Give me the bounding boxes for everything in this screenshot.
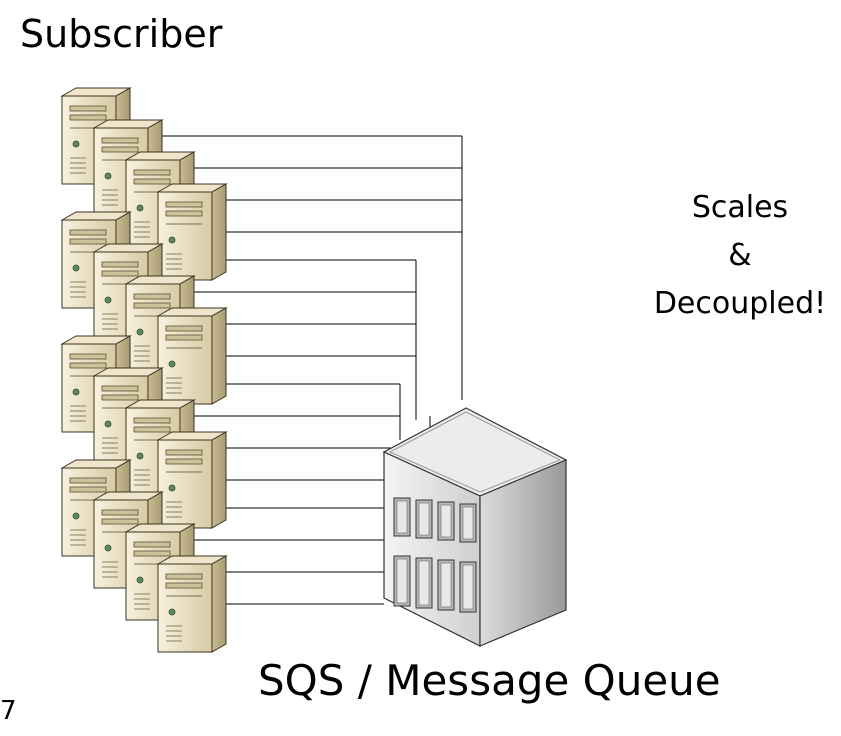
server-4-4: [156, 555, 228, 653]
scales-note-line-1: Scales: [691, 190, 789, 225]
subscriber-title: Subscriber: [20, 12, 223, 56]
scales-note-line-2: &: [728, 238, 752, 273]
message-queue-title: SQS / Message Queue: [258, 656, 721, 705]
message-queue-building: [382, 407, 568, 647]
server-2-4: [156, 307, 228, 405]
queue-building: [382, 407, 568, 647]
server-3-4: [156, 431, 228, 529]
slide-number: 7: [0, 696, 17, 726]
scales-note: Scales & Decoupled!: [640, 184, 840, 328]
subscriber-servers: [60, 87, 228, 653]
scales-note-line-3: Decoupled!: [653, 286, 827, 321]
connection-lines: [130, 135, 463, 605]
server-1-4: [156, 183, 228, 281]
